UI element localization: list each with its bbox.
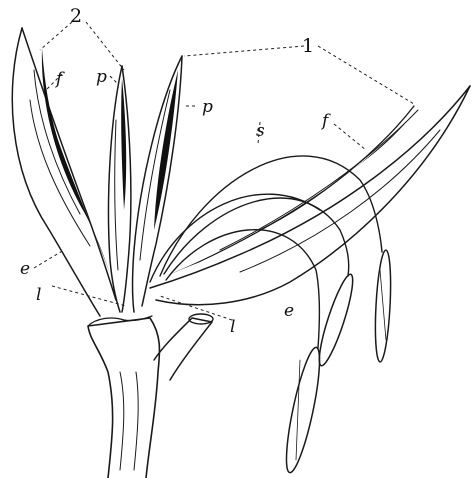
label-e-left: e bbox=[20, 259, 30, 279]
label-l-right: l bbox=[230, 317, 235, 337]
label-e-right: e bbox=[284, 301, 294, 321]
center-petal bbox=[133, 56, 183, 312]
left-petal bbox=[109, 66, 131, 312]
stamens bbox=[150, 156, 393, 475]
label-p-right: p bbox=[202, 97, 213, 117]
label-f-right: f bbox=[320, 111, 331, 131]
label-f-left: f bbox=[54, 69, 65, 89]
right-sepal bbox=[150, 86, 470, 305]
leader-lines bbox=[34, 22, 414, 320]
label-1: 1 bbox=[302, 35, 314, 57]
label-l-left: l bbox=[36, 285, 41, 305]
stem bbox=[88, 314, 213, 478]
label-2: 2 bbox=[70, 5, 82, 27]
label-p-left: p bbox=[96, 67, 107, 87]
label-s: s bbox=[256, 121, 265, 141]
